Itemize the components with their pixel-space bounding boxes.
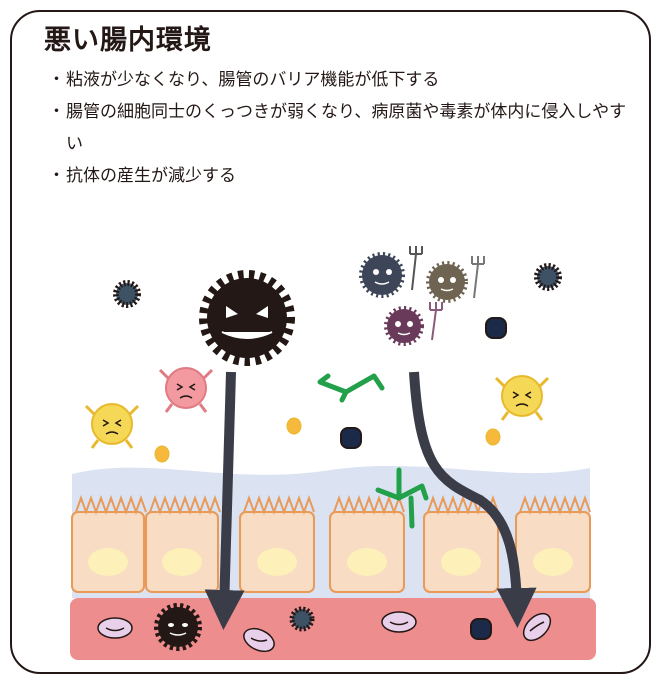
bullet-item: ・腸管の細胞同士のくっつきが弱くなり、病原菌や毒素が体内に侵入しやすい [48,96,638,160]
toxin-particle-icon [340,427,362,449]
bullet-item: ・粘液が少なくなり、腸管のバリア機能が低下する [48,64,638,96]
toxin-particle-icon [470,618,492,640]
germ-with-fork-icon [426,256,485,303]
bullet-item: ・抗体の産生が減少する [48,160,638,192]
invasion-arrow-right [409,371,537,628]
panel-frame [10,10,651,674]
spiky-pathogen-icon [154,603,202,651]
antibody-icon [317,373,385,403]
bullet-list: ・粘液が少なくなり、腸管のバリア機能が低下する ・腸管の細胞同士のくっつきが弱く… [48,64,638,192]
pink-bacteria-icon [158,367,214,413]
epithelial-cell [515,495,591,593]
red-blood-cell-icon [97,617,133,639]
epithelial-cells [71,495,591,593]
epithelial-cell [145,495,221,593]
epithelial-cell [71,495,147,593]
invasion-arrow-left [204,371,245,630]
virus-particle-icon [113,280,141,308]
toxin-particle-icon [485,317,507,339]
bullet-dot: ・ [48,102,65,122]
epithelial-cell [329,495,405,593]
epithelial-cell [423,495,499,593]
panel-title: 悪い腸内環境 [44,25,212,56]
red-blood-cell-icon [243,627,275,653]
bullet-text-3: 抗体の産生が減少する [66,166,236,186]
bullet-text-2: 腸管の細胞同士のくっつきが弱くなり、病原菌や毒素が体内に侵入しやすい [66,102,627,154]
nutrient-particles [154,417,501,463]
red-blood-cells [97,611,552,653]
epithelial-cell [239,495,315,593]
good-bacteria-icon [494,375,550,421]
bullet-text-1: 粘液が少なくなり、腸管のバリア機能が低下する [66,70,440,90]
bullet-dot: ・ [48,166,65,186]
germ-with-fork-icon [384,302,443,346]
good-bacteria-icon [84,403,140,449]
blood-vessel [70,598,596,660]
antibody-icon [375,467,429,529]
large-spiky-pathogen-icon [199,270,295,366]
red-blood-cell-icon [381,611,417,633]
virus-particle-icon [289,606,315,632]
bullet-dot: ・ [48,70,65,90]
virus-particle-icon [534,263,562,291]
germ-with-fork-icon [359,246,423,298]
